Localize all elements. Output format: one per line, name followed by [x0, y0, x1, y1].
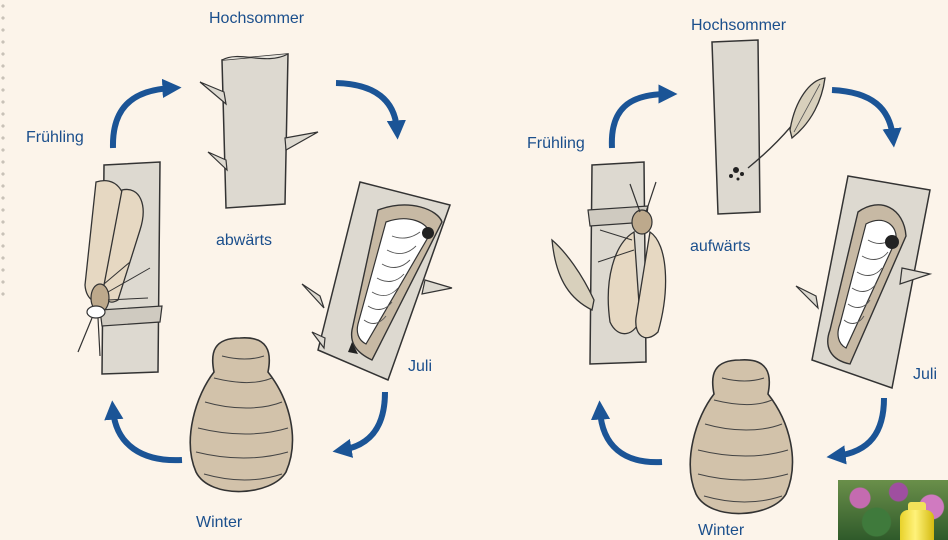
label-direction-left: abwärts: [216, 232, 272, 250]
label-direction-right: aufwärts: [690, 238, 750, 256]
label-winter-right: Winter: [698, 522, 744, 540]
label-hochsommer-right: Hochsommer: [691, 17, 786, 35]
arrow-winter-to-spring-left: [113, 410, 182, 460]
summer-stem-left: [200, 54, 318, 208]
label-hochsommer-left: Hochsommer: [209, 10, 304, 28]
right-cycle: [552, 40, 930, 514]
arrow-spring-to-summer-right: [612, 94, 668, 148]
bottle-image: [900, 510, 934, 540]
arrow-july-to-winter-right: [836, 398, 884, 456]
winter-cocoon-left: [190, 338, 292, 492]
arrow-july-to-winter-left: [342, 392, 385, 450]
arrow-summer-to-july-left: [336, 83, 397, 130]
label-juli-right: Juli: [913, 366, 937, 384]
label-juli-left: Juli: [408, 358, 432, 376]
label-fruehling-left: Frühling: [26, 129, 84, 147]
july-stem-left: [302, 182, 452, 380]
left-cycle: [78, 54, 452, 492]
label-fruehling-right: Frühling: [527, 135, 585, 153]
july-stem-right: [796, 176, 930, 388]
summer-stem-right: [712, 40, 825, 214]
arrow-winter-to-spring-right: [600, 410, 662, 462]
product-photo-thumbnail: [838, 480, 948, 540]
spring-stem-with-moth-left: [78, 162, 162, 374]
spring-stem-with-moth-right: [552, 162, 666, 364]
winter-cocoon-right: [690, 360, 792, 514]
arrow-summer-to-july-right: [832, 90, 893, 138]
label-winter-left: Winter: [196, 514, 242, 532]
arrow-spring-to-summer-left: [113, 88, 172, 148]
